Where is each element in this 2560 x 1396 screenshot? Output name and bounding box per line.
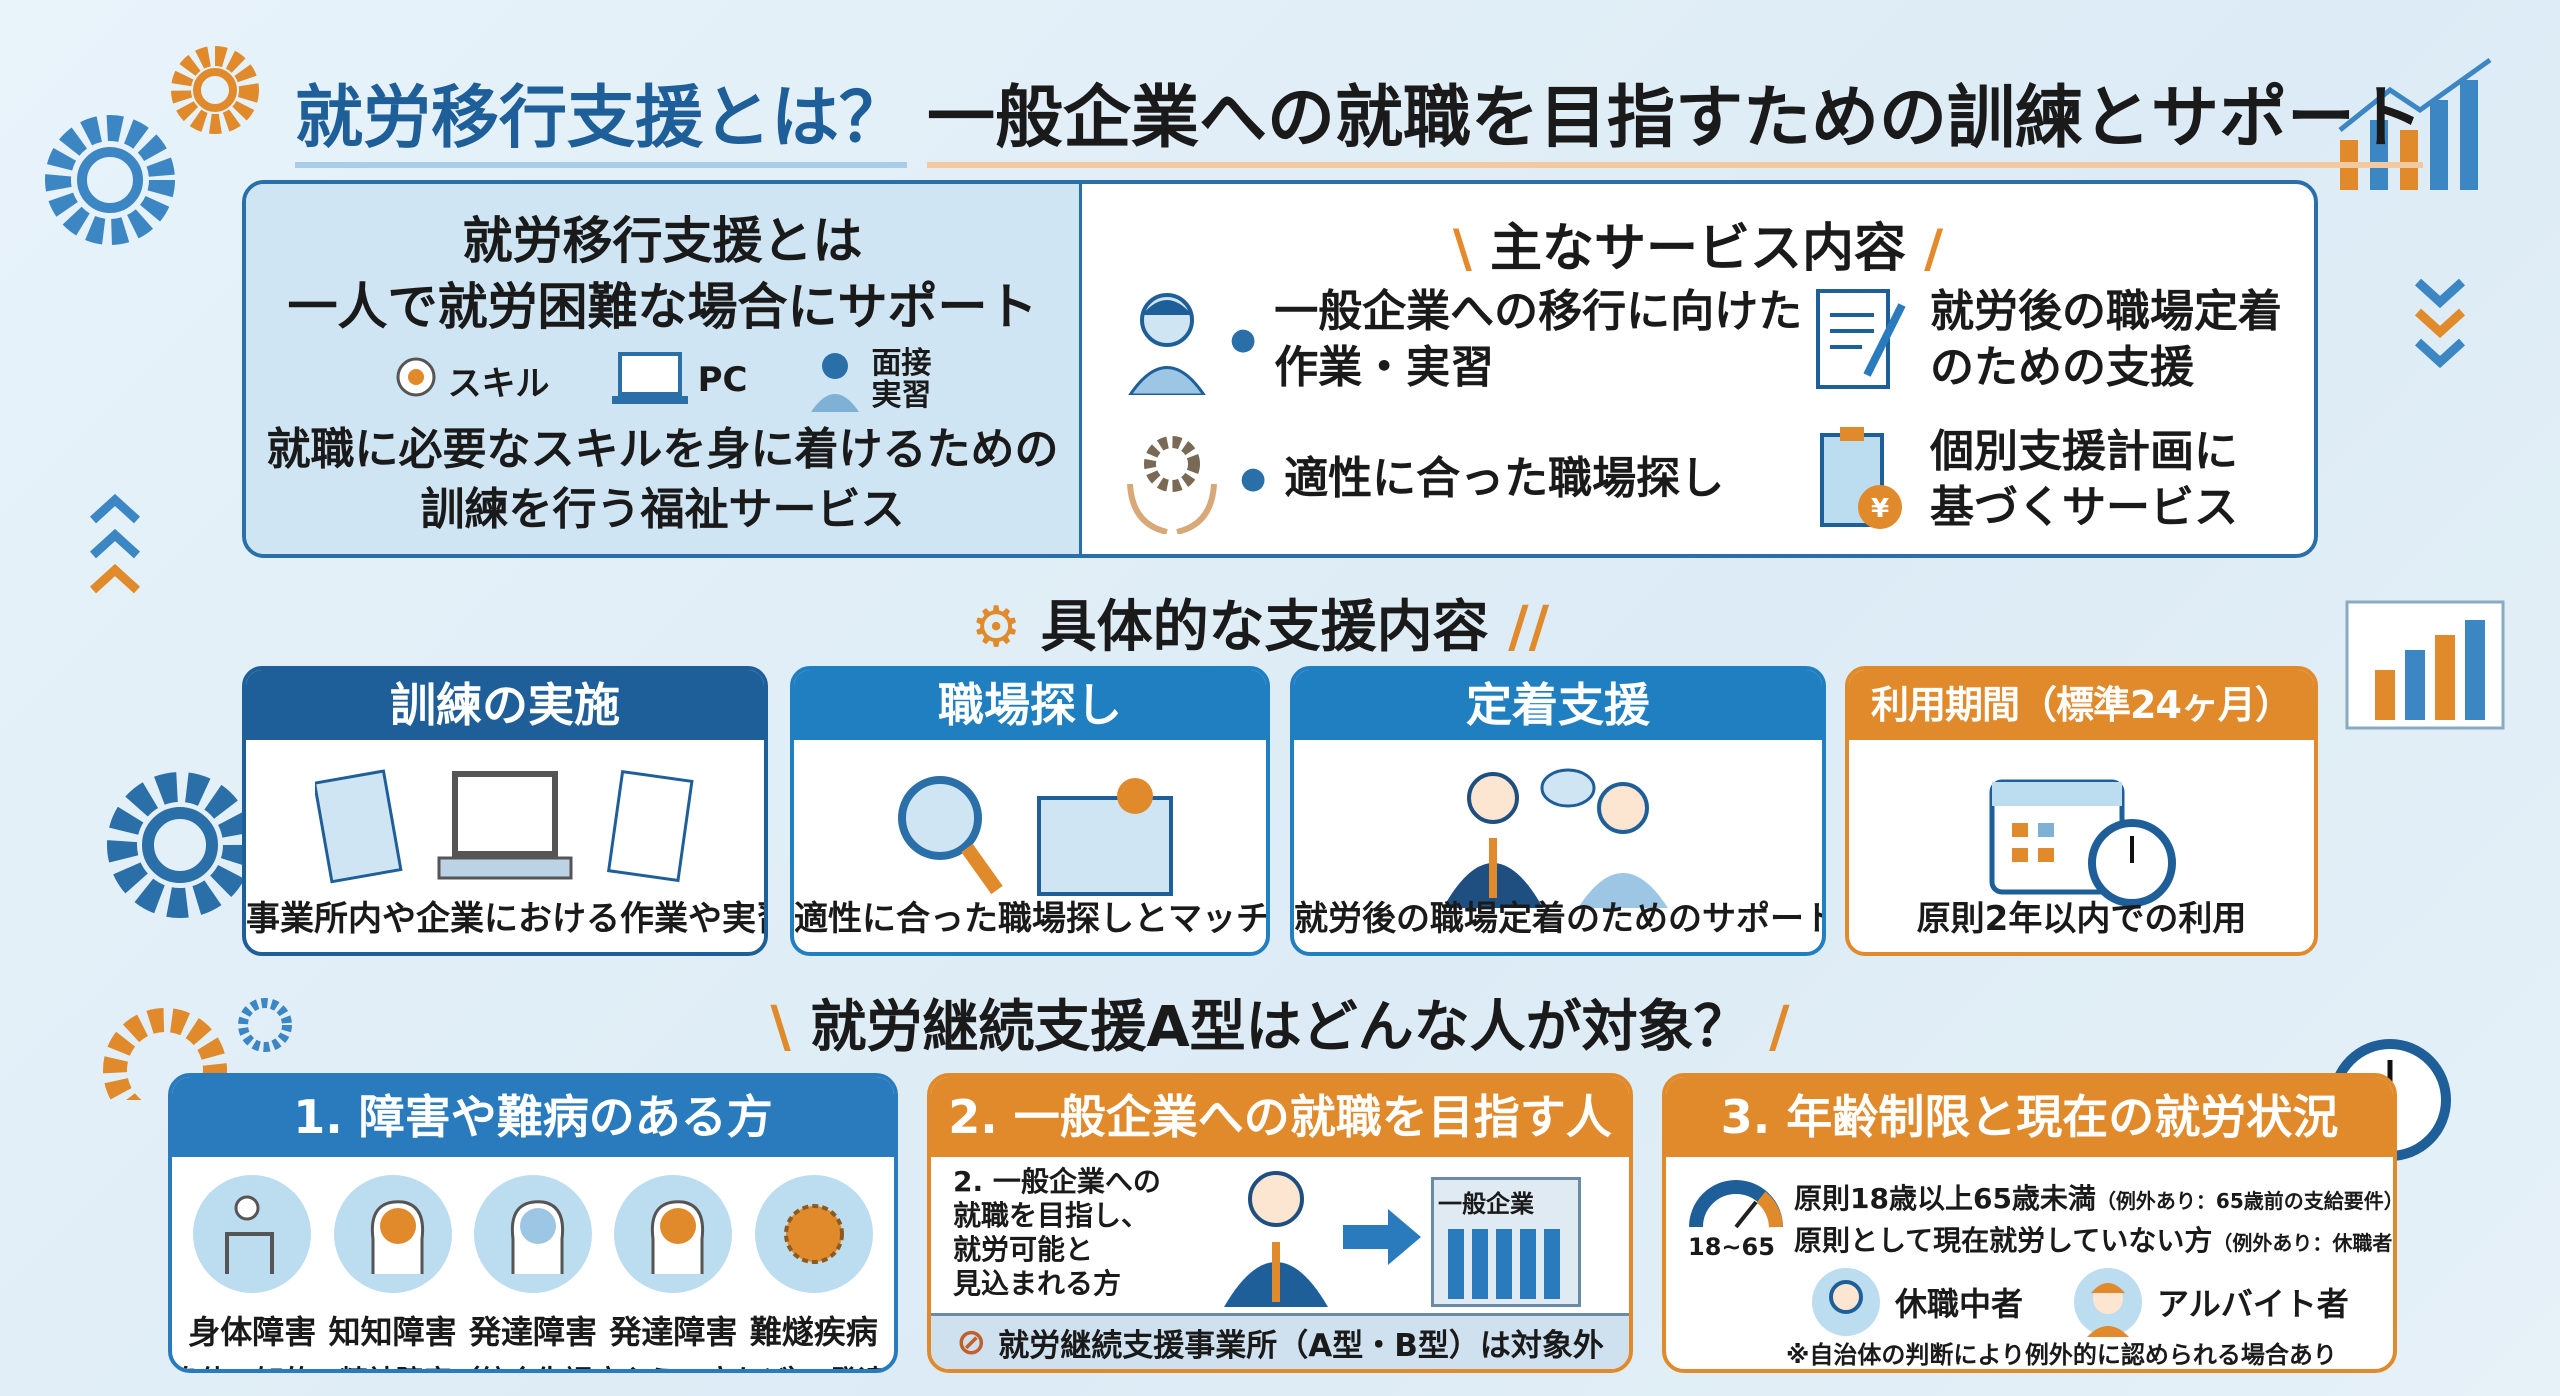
brain-gear-icon (396, 357, 436, 397)
business-people-icon (1443, 768, 1668, 908)
card-title: 職場探し (794, 670, 1266, 740)
support-heading: 具体的な支援内容 (1040, 595, 1489, 660)
page-title: 就労移行支援とは？一般企業への就職を目指すための訓練とサポート (295, 62, 2424, 168)
magnifier-icon (898, 776, 1003, 895)
map-pin-icon (1037, 778, 1173, 896)
card-caption: 就労後の職場定着のためのサポート (1294, 899, 1826, 939)
contract-icon (606, 769, 694, 883)
card-title: 1. 障害や難病のある方 (172, 1077, 894, 1157)
target-card-disability: 1. 障害や難病のある方 身体障害 知知障害 発達障害 発達障害 難燧疾病 身体… (168, 1073, 898, 1373)
overview-panel: 就労移行支援とは一人で就労困難な場合にサポート スキル PC 面接 実習 就職に… (242, 180, 2318, 558)
card-caption: 原則2年以内での利用 (1916, 899, 2247, 939)
age-gauge-icon (1689, 1180, 1783, 1229)
exception-people: 休職中者 アルバイト者 (1811, 1267, 2349, 1337)
bar-chart-icon (2345, 600, 2505, 730)
brain-head-icon (510, 1200, 565, 1274)
chevrons-down-icon (2414, 278, 2466, 369)
laptop-icon (611, 352, 688, 404)
card-title: 3. 年齢制限と現在の就労状況 (1666, 1077, 2393, 1157)
gear-large-icon (107, 772, 253, 918)
walker-person-icon (225, 1195, 275, 1274)
card-title: 訓練の実施 (246, 670, 764, 740)
service-item: ¥個別支援計画に 基づくサービス (1812, 424, 2238, 536)
disability-item: 発達障害 (609, 1175, 737, 1353)
services-heading: 主なサービス内容 (1489, 219, 1906, 279)
calendar-clock-icon (1989, 779, 2176, 907)
overview-definition: 就労移行支援とは一人で就労困難な場合にサポート スキル PC 面接 実習 就職に… (246, 184, 1082, 554)
prohibited-icon: ⊘ (956, 1322, 987, 1363)
worker-icon (2074, 1268, 2143, 1337)
support-card-training: 訓練の実施 事業所内や企業における作業や実習 (242, 666, 768, 956)
businessman-icon (1224, 1171, 1328, 1307)
disability-note: 身体・知的・精神障害（統合失調症やうつ病など）、発達障害、難病の方 (172, 1359, 894, 1369)
card-title: 2. 一般企業への就職を目指す人 (931, 1077, 1629, 1157)
employment-description: 2. 一般企業への 就職を目指し、 就労可能と 見込まれる方 (953, 1165, 1161, 1300)
on-leave-person: 休職中者 (1811, 1267, 2023, 1337)
gear-icon: ⚙ (970, 595, 1041, 660)
company-building-icon: 一般企業 (1431, 1177, 1581, 1307)
disability-item: 難燧疾病 (750, 1175, 878, 1353)
disability-item: 知知障害 (329, 1175, 457, 1353)
svg-text:¥: ¥ (1871, 494, 1889, 524)
footnote: ※自治体の判断により例外的に認められる場合あり (1786, 1341, 2337, 1369)
title-subtitle: 一般企業への就職を目指すための訓練とサポート (927, 79, 2424, 168)
disability-item: 発達障害 (469, 1175, 597, 1353)
gears-decoration-icon (45, 46, 259, 245)
card-caption: 適性に合った職場探しとマッチング (794, 899, 1270, 939)
document-pen-icon (1816, 289, 1906, 389)
title-highlight: 就労移行支援とは？ (295, 79, 908, 168)
target-card-age: 3. 年齢制限と現在の就労状況 18~65 原則18歳以上65歳未満（例外あり：… (1662, 1073, 2397, 1373)
service-item: ●適性に合った職場探し (1122, 424, 1724, 534)
description-line-1: 就職に必要なスキルを身に着けるための (266, 424, 1059, 475)
support-card-retention: 定着支援 就労後の職場定着のためのサポート (1290, 666, 1826, 956)
target-card-employment: 2. 一般企業への就職を目指す人 2. 一般企業への 就職を目指し、 就労可能と… (927, 1073, 1633, 1373)
virus-icon (783, 1204, 844, 1264)
support-heading-row: ⚙ 具体的な支援内容 // (970, 595, 1550, 660)
woman-icon (1812, 1268, 1880, 1336)
employment-requirement: 原則として現在就労していない方（例外あり：休職者・アルバイト） (1794, 1224, 2393, 1257)
pc-item: PC (610, 350, 747, 410)
support-card-duration: 利用期間（標準24ヶ月） 原則2年以内での利用 (1845, 666, 2318, 956)
laptop-icon (437, 771, 573, 880)
chevrons-up-icon (89, 493, 141, 594)
skill-item: スキル (394, 355, 550, 405)
service-item: 就労後の職場定着 のための支援 (1812, 284, 2282, 396)
gear-orange-icon (103, 998, 292, 1100)
interview-item: 面接 実習 (807, 348, 931, 412)
card-title: 定着支援 (1294, 670, 1822, 740)
age-range: 18~65 (1688, 1233, 1775, 1261)
chart-growth-icon (2338, 57, 2492, 190)
description-line-2: 訓練を行う福祉サービス (420, 484, 905, 535)
gear-hands-icon (1127, 436, 1217, 534)
part-timer-person: アルバイト者 (2073, 1267, 2349, 1337)
clipboard-yen-icon: ¥ (1820, 427, 1902, 529)
definition-line-1: 就労移行支援とは (462, 212, 863, 270)
document-icon (315, 769, 403, 884)
definition-line-2: 一人で就労困難な場合にサポート (287, 278, 1038, 336)
target-heading-row: \ 就労継続支援A型はどんな人が対象？ / (770, 995, 1790, 1060)
arrow-right-icon (1343, 1209, 1421, 1265)
service-item: ●一般企業への移行に向けた 作業・実習 (1122, 284, 1802, 396)
exclusion-note: ⊘就労継続支援事業所（A型・B型）は対象外 (931, 1313, 1629, 1369)
thinking-person-icon (1128, 293, 1206, 395)
card-caption: 事業所内や企業における作業や実習 (246, 899, 768, 939)
target-heading: 就労継続支援A型はどんな人が対象？ (810, 995, 1750, 1060)
interview-person-icon (811, 353, 860, 412)
disability-item: 身体障害 (188, 1175, 316, 1353)
age-requirement: 原則18歳以上65歳未満（例外あり：65歳前の支給要件） (1794, 1182, 2397, 1215)
card-title: 利用期間（標準24ヶ月） (1849, 670, 2314, 740)
brain-head-icon (370, 1200, 424, 1274)
services-section: \ 主なサービス内容 / ●一般企業への移行に向けた 作業・実習 就労後の職場定… (1082, 184, 2314, 554)
brain-head-icon (651, 1200, 705, 1274)
support-card-job-search: 職場探し 適性に合った職場探しとマッチング (790, 666, 1270, 956)
